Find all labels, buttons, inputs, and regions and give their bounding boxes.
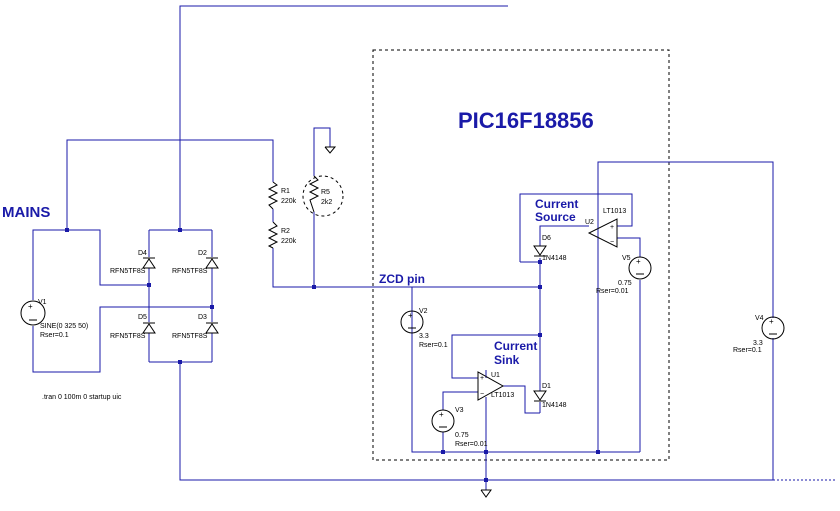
d5-value: RFN5TF8S — [110, 333, 146, 340]
v2-source: + — [400, 310, 424, 334]
d4-diode — [142, 257, 156, 269]
d3-value: RFN5TF8S — [172, 333, 208, 340]
svg-text:+: + — [636, 257, 641, 266]
d6-diode — [533, 245, 547, 257]
u2-value: LT1013 — [603, 208, 626, 215]
d2-value: RFN5TF8S — [172, 268, 208, 275]
zcd-pin-label: ZCD pin — [379, 272, 425, 286]
current-sink-label-1: Current — [494, 339, 537, 353]
d3-name: D3 — [198, 314, 207, 321]
d6-name: D6 — [542, 235, 551, 242]
v1-name: V1 — [38, 299, 47, 306]
d2-name: D2 — [198, 250, 207, 257]
d4-value: RFN5TF8S — [110, 268, 146, 275]
v4-value: 3.3 — [753, 340, 763, 347]
v1-source: + — [20, 300, 46, 326]
r1-value: 220k — [281, 198, 297, 205]
wires — [32, 5, 835, 490]
current-sink-label-2: Sink — [494, 353, 520, 367]
v4-name: V4 — [755, 315, 764, 322]
v4-rser: Rser=0.1 — [733, 347, 762, 354]
d6-value: 1N4148 — [542, 255, 567, 262]
v1-rser: Rser=0.1 — [40, 332, 69, 339]
pic-boundary — [372, 49, 670, 461]
svg-text:+: + — [610, 224, 614, 231]
v5-rser: Rser=0.01 — [596, 288, 629, 295]
svg-text:+: + — [480, 375, 484, 382]
ground-icon — [324, 146, 337, 154]
v5-value: 0.75 — [618, 280, 632, 287]
d5-diode — [142, 322, 156, 334]
svg-text:−: − — [480, 391, 484, 398]
v2-name: V2 — [419, 308, 428, 315]
mains-label: MAINS — [2, 204, 50, 221]
d5-name: D5 — [138, 314, 147, 321]
d1-value: 1N4148 — [542, 402, 567, 409]
u2-name: U2 — [585, 219, 594, 226]
svg-text:+: + — [439, 410, 444, 419]
u1-opamp: + − — [477, 371, 505, 401]
d4-name: D4 — [138, 250, 147, 257]
v4-source: + — [761, 316, 785, 340]
d1-name: D1 — [542, 383, 551, 390]
svg-text:+: + — [408, 311, 413, 320]
u2-opamp: + − — [587, 218, 618, 248]
v3-source: + — [431, 409, 455, 433]
svg-text:−: − — [610, 239, 614, 246]
chip-title: PIC16F18856 — [458, 108, 594, 133]
svg-text:+: + — [769, 317, 774, 326]
r2-value: 220k — [281, 238, 297, 245]
v2-rser: Rser=0.1 — [419, 342, 448, 349]
current-source-label-2: Source — [535, 210, 576, 224]
r1-name: R1 — [281, 188, 290, 195]
r5-value: 2k2 — [321, 199, 332, 206]
d2-diode — [205, 257, 219, 269]
v5-source: + — [628, 256, 652, 280]
ground-icon — [480, 489, 492, 498]
d1-diode — [533, 390, 547, 402]
v3-name: V3 — [455, 407, 464, 414]
d3-diode — [205, 322, 219, 334]
tran-directive: .tran 0 100m 0 startup uic — [42, 394, 122, 401]
svg-text:+: + — [28, 302, 33, 311]
current-source-label-1: Current — [535, 197, 578, 211]
r2-name: R2 — [281, 228, 290, 235]
v1-value: SINE(0 325 50) — [40, 323, 88, 330]
u1-name: U1 — [491, 372, 500, 379]
u1-value: LT1013 — [491, 392, 514, 399]
junction-dots — [65, 228, 600, 482]
r2-resistor — [267, 221, 279, 249]
v3-rser: Rser=0.01 — [455, 441, 488, 448]
r1-resistor — [267, 181, 279, 210]
v2-value: 3.3 — [419, 333, 429, 340]
v3-value: 0.75 — [455, 432, 469, 439]
r5-name: R5 — [321, 189, 330, 196]
r5-resistor — [302, 175, 344, 217]
v5-name: V5 — [622, 255, 631, 262]
